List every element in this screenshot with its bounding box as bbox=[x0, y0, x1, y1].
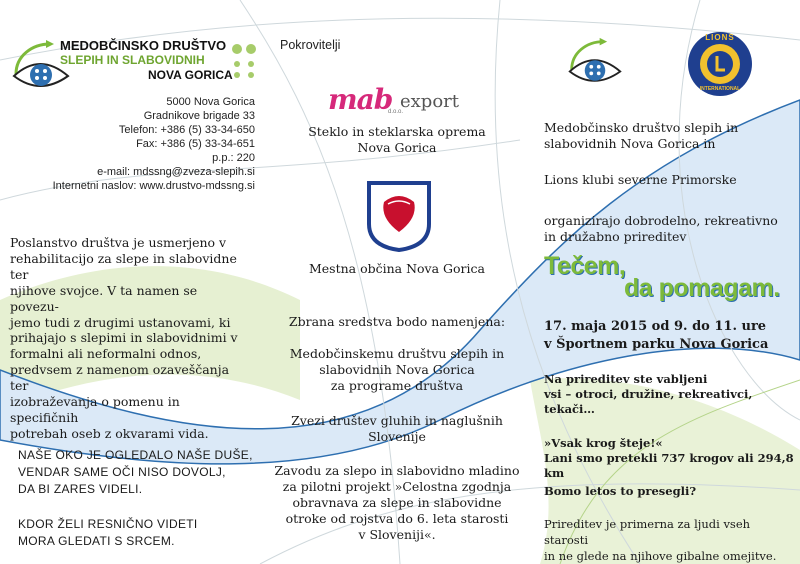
quote-line: DA BI ZARES VIDELI. bbox=[18, 482, 143, 496]
quote-line: KDOR ŽELI RESNIČNO VIDETI bbox=[18, 517, 198, 531]
po-box: p.p.: 220 bbox=[212, 152, 255, 164]
quote-line: VENDAR SAME OČI NISO DOVOLJ, bbox=[18, 465, 226, 479]
braille-dots-icon bbox=[232, 44, 256, 78]
event-date-line: 17. maja 2015 od 9. do 11. ure bbox=[544, 319, 767, 334]
suitable-block: Prireditev je primerna za ljudi vseh sta… bbox=[544, 516, 794, 564]
mab-logo-suffix: export bbox=[400, 91, 460, 112]
quote-line: NAŠE OKO JE OGLEDALO NAŠE DUŠE, bbox=[18, 448, 253, 462]
organizers-line: Medobčinsko društvo slepih in bbox=[544, 120, 739, 135]
event-title-part2: da pomagam. bbox=[624, 274, 780, 302]
invite-block: Na prireditev ste vabljeni vsi – otroci,… bbox=[544, 372, 794, 417]
curve-line-2 bbox=[239, 0, 401, 564]
org-name-line2: SLEPIH IN SLABOVIDNIH bbox=[60, 53, 205, 67]
mab-logo-small: d.o.o. bbox=[388, 109, 404, 115]
eye-logo-icon bbox=[12, 40, 70, 87]
sponsors-heading: Pokrovitelji bbox=[280, 38, 341, 52]
organizers-block: Medobčinsko društvo slepih in slabovidni… bbox=[544, 120, 794, 152]
lions-label: LIONS bbox=[705, 33, 735, 42]
funds-item3: Zavodu za slepo in slabovidno mladino za… bbox=[262, 463, 532, 543]
org-name-line1: MEDOBČINSKO DRUŠTVO bbox=[60, 38, 227, 53]
slogan-block: »Vsak krog šteje!« Lani smo pretekli 737… bbox=[544, 436, 794, 481]
funds-item-line: za programe društva bbox=[330, 378, 464, 393]
mab-export-logo[interactable]: mab export d.o.o. bbox=[328, 83, 468, 117]
event-date-line: v Športnem parku Nova Gorica bbox=[544, 337, 769, 352]
lions-logo: LIONS INTERNATIONAL bbox=[686, 30, 754, 98]
organize-line: in družabno prireditev bbox=[544, 229, 687, 244]
funds-item-line: slabovidnih Nova Gorica bbox=[319, 362, 475, 377]
funds-item-line: Zavodu za slepo in slabovidno mladino bbox=[274, 463, 520, 478]
funds-item-line: obravnava za slepe in slabovidne bbox=[292, 495, 502, 510]
organize-block: organizirajo dobrodelno, rekreativno in … bbox=[544, 213, 794, 245]
funds-item1: Medobčinskemu društvu slepih in slabovid… bbox=[262, 346, 532, 394]
web-link[interactable]: Internetni naslov: www.drustvo-mdssng.si bbox=[52, 180, 255, 192]
phone: Telefon: +386 (5) 33-34-650 bbox=[118, 124, 255, 136]
event-date: 17. maja 2015 od 9. do 11. ure v Športne… bbox=[544, 318, 794, 354]
stats-line: Lani smo pretekli 737 krogov ali 294,8 k… bbox=[544, 451, 794, 480]
org-name-line3: NOVA GORICA bbox=[148, 68, 233, 82]
quote-block: NAŠE OKO JE OGLEDALO NAŠE DUŠE, VENDAR S… bbox=[18, 447, 258, 498]
funds-item2: Zvezi društev gluhih in naglušnih Sloven… bbox=[262, 413, 532, 445]
mab-desc-line: Steklo in steklarska oprema bbox=[308, 124, 486, 139]
curve-line-4 bbox=[0, 139, 521, 201]
suitable-line: in ne glede na njihove gibalne omejitve. bbox=[544, 549, 777, 563]
mission-text: Poslanstvo društva je usmerjeno v rehabi… bbox=[10, 235, 242, 442]
mission-line: jemo tudi z drugimi ustanovami, ki bbox=[10, 314, 231, 330]
lions-clubs-line: Lions klubi severne Primorske bbox=[544, 172, 737, 187]
funds-intro: Zbrana sredstva bodo namenjena: bbox=[288, 314, 506, 329]
invite-line: vsi – otroci, družine, rekreativci, teka… bbox=[544, 387, 753, 416]
contact-block: 5000 Nova Gorica Gradnikove brigade 33 T… bbox=[10, 95, 255, 193]
mission-line: potrebah oseb z okvarami vida. bbox=[10, 425, 209, 441]
lions-sub: INTERNATIONAL bbox=[699, 86, 741, 92]
mission-line: prihajajo s slepimi in slabovidnimi v bbox=[10, 330, 238, 346]
quote2-block: KDOR ŽELI RESNIČNO VIDETI MORA GLEDATI S… bbox=[18, 516, 258, 550]
mab-desc: Steklo in steklarska oprema Nova Gorica bbox=[262, 124, 532, 156]
challenge-line: Bomo letos to presegli? bbox=[544, 484, 697, 498]
curve-line-1 bbox=[0, 17, 800, 61]
municipality-label: Mestna občina Nova Gorica bbox=[308, 261, 485, 276]
curve-line-6 bbox=[678, 0, 800, 421]
address-line2: Gradnikove brigade 33 bbox=[143, 110, 255, 122]
suitable-line: Prireditev je primerna za ljudi vseh sta… bbox=[544, 517, 751, 547]
funds-item-line: za pilotni projekt »Celostna zgodnja bbox=[282, 479, 512, 494]
fax: Fax: +386 (5) 33-34-651 bbox=[136, 138, 255, 150]
funds-item-line: otroke od rojstva do 6. leta starosti bbox=[285, 511, 509, 526]
funds-item-line: Slovenije bbox=[368, 429, 426, 444]
mab-desc-line: Nova Gorica bbox=[357, 140, 437, 155]
coat-of-arms-icon bbox=[367, 181, 431, 252]
quote-line: MORA GLEDATI S SRCEM. bbox=[18, 534, 175, 548]
organize-line: organizirajo dobrodelno, rekreativno bbox=[544, 213, 778, 228]
mab-logo-main: mab bbox=[328, 83, 393, 116]
mission-line: predvsem z namenom ozaveščanja ter bbox=[10, 362, 230, 394]
mission-line: formalni ali neformalni odnos, bbox=[10, 346, 202, 362]
email-link[interactable]: e-mail: mdssng@zveza-slepih.si bbox=[97, 166, 255, 178]
eye-logo-small-icon bbox=[568, 37, 622, 82]
org-name: MEDOBČINSKO DRUŠTVO SLEPIH IN SLABOVIDNI… bbox=[60, 38, 233, 83]
invite-line: Na prireditev ste vabljeni bbox=[544, 372, 708, 386]
mission-line: rehabilitacijo za slepe in slabovidne te… bbox=[10, 250, 237, 282]
address-line1: 5000 Nova Gorica bbox=[166, 96, 255, 108]
funds-item-line: Medobčinskemu društvu slepih in bbox=[289, 346, 505, 361]
green-wave-left bbox=[0, 266, 300, 410]
mission-line: izobraževanja o pomenu in specifičnih bbox=[10, 394, 180, 425]
green-wave-right bbox=[530, 378, 800, 564]
funds-item-line: Zvezi društev gluhih in naglušnih bbox=[291, 413, 503, 428]
slogan-line: »Vsak krog šteje!« bbox=[544, 436, 663, 450]
lions-emblem-icon bbox=[688, 32, 752, 96]
mission-line: njihove svojce. V ta namen se povezu- bbox=[10, 282, 198, 314]
event-title-part1: Tečem, bbox=[544, 252, 626, 280]
curve-line-5 bbox=[259, 483, 800, 564]
curve-line-3 bbox=[494, 0, 641, 564]
organizers-line: slabovidnih Nova Gorica in bbox=[544, 136, 716, 151]
funds-item-line: v Sloveniji«. bbox=[358, 527, 436, 542]
mission-line: Poslanstvo društva je usmerjeno v bbox=[10, 235, 227, 250]
curve-line-7 bbox=[559, 379, 800, 564]
